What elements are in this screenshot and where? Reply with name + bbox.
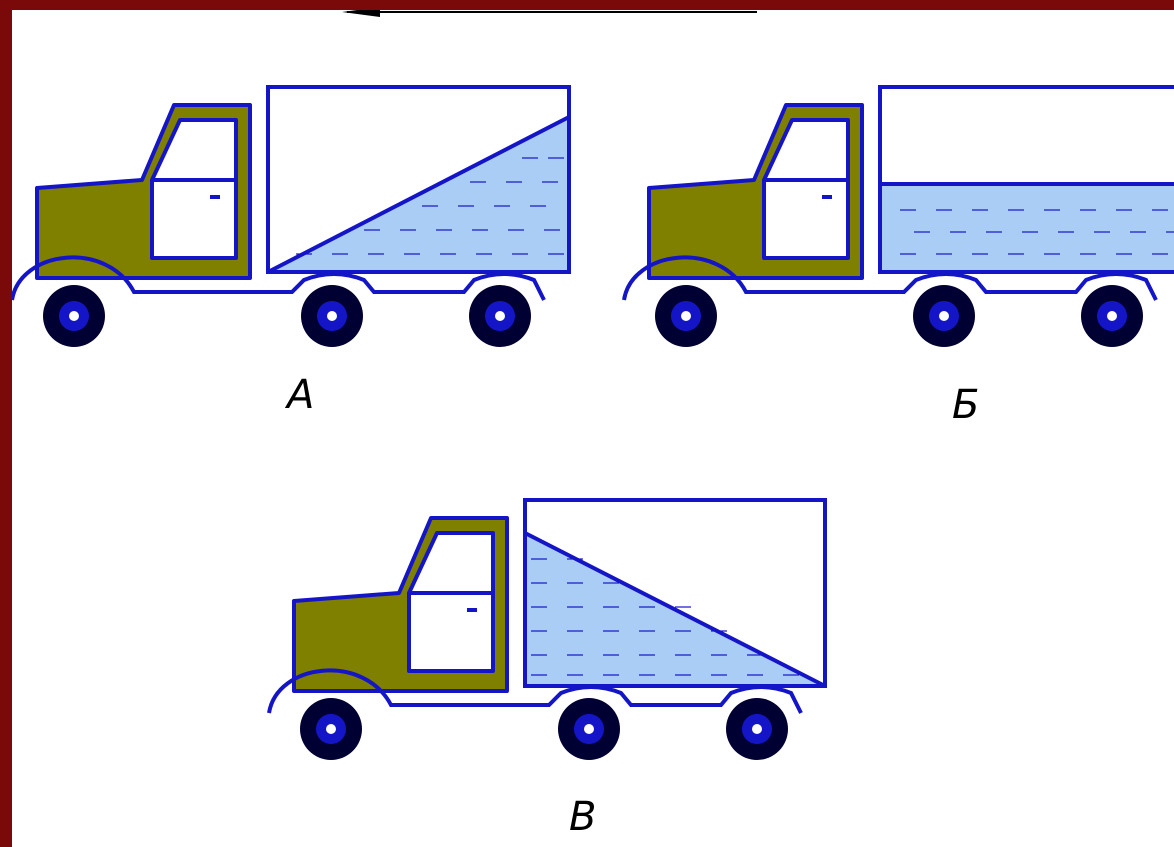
arrow-left-icon [342, 10, 757, 17]
truck-a-label: А [284, 372, 314, 418]
diagram-canvas: А Б [12, 10, 1174, 840]
truck-b: Б [622, 85, 1174, 428]
truck-a-liquid [267, 115, 570, 274]
truck-b-liquid [880, 182, 1174, 272]
truck-a: А [12, 85, 571, 418]
truck-v-tank [523, 498, 827, 688]
truck-v-liquid [524, 531, 826, 688]
diagram-frame: А Б [12, 10, 1174, 847]
truck-b-label: Б [952, 382, 979, 428]
truck-b-tank [878, 85, 1174, 274]
truck-a-tank [266, 85, 571, 274]
truck-v: В [267, 498, 827, 840]
truck-v-label: В [569, 794, 596, 840]
